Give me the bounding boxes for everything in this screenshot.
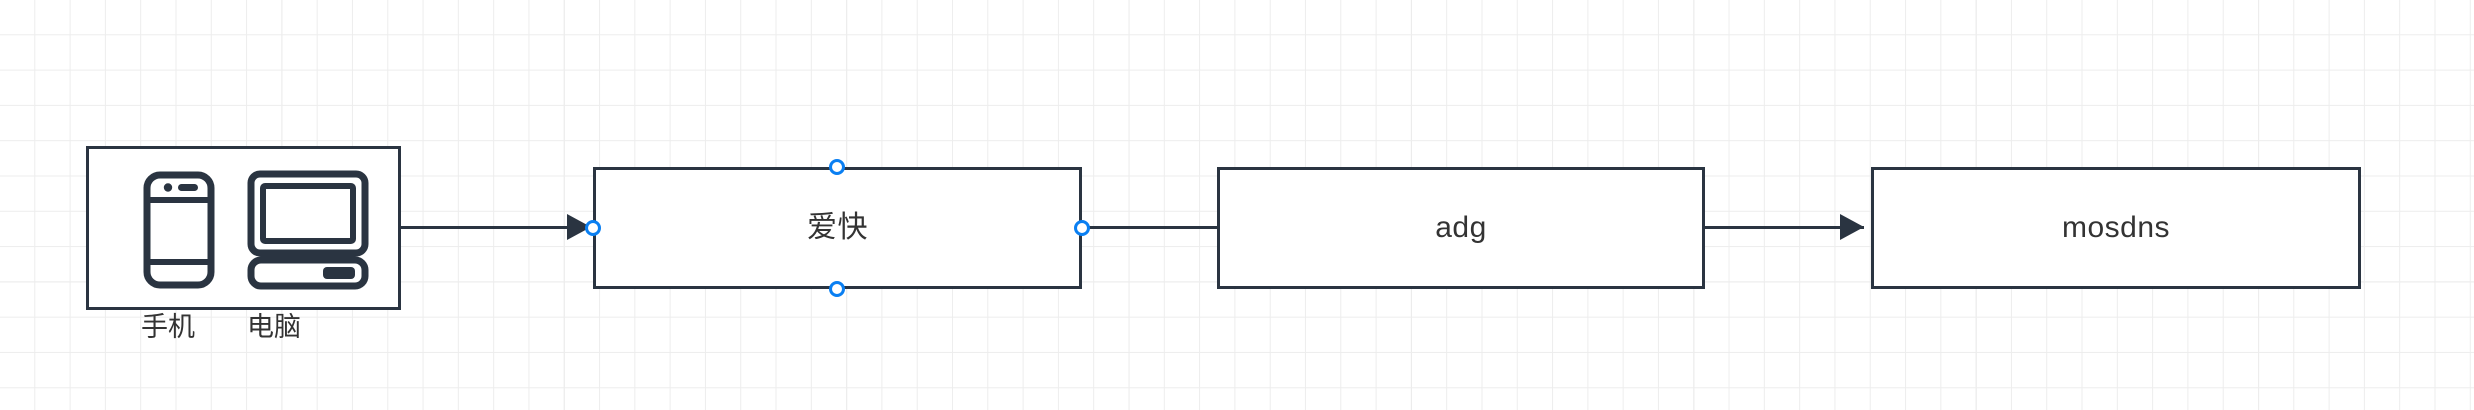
- handle-aikuai-right[interactable]: [1074, 220, 1090, 236]
- node-mosdns[interactable]: mosdns: [1871, 167, 2361, 289]
- edge-aikuai-to-adg-line[interactable]: [1082, 226, 1219, 229]
- handle-aikuai-left[interactable]: [585, 220, 601, 236]
- node-aikuai[interactable]: 爱快: [593, 167, 1082, 289]
- node-adg-label: adg: [1435, 211, 1487, 244]
- handle-aikuai-top[interactable]: [829, 159, 845, 175]
- edge-devices-to-aikuai-line[interactable]: [401, 226, 569, 229]
- node-devices-group[interactable]: 手机 电脑: [86, 146, 401, 342]
- node-mosdns-label: mosdns: [2061, 211, 2171, 244]
- smartphone-icon: [143, 171, 215, 294]
- desktop-computer-icon: [247, 170, 369, 295]
- device-caption-phone: 手机: [141, 312, 195, 342]
- node-aikuai-label: 爱快: [807, 211, 868, 244]
- node-adg[interactable]: adg: [1217, 167, 1705, 289]
- device-caption-pc: 电脑: [247, 312, 301, 342]
- edge-adg-to-mosdns-line[interactable]: [1705, 226, 1864, 229]
- handle-aikuai-bottom[interactable]: [829, 281, 845, 297]
- edge-adg-to-mosdns-arrowhead: [1840, 214, 1864, 240]
